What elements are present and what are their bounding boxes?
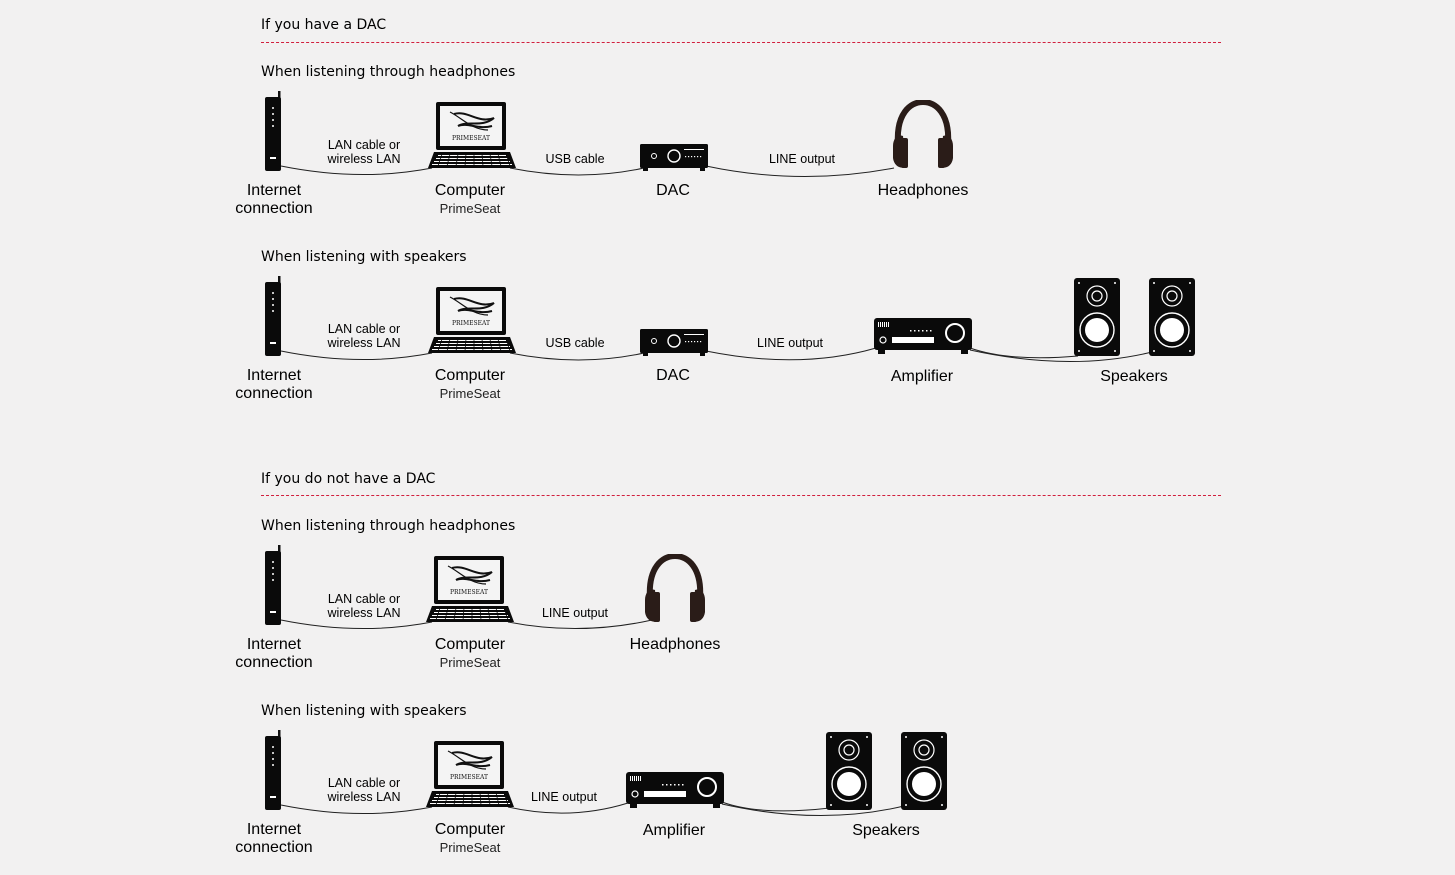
section-divider bbox=[261, 42, 1221, 43]
row-title: When listening with speakers bbox=[261, 249, 467, 265]
computer-sublabel: PrimeSeat bbox=[439, 201, 501, 216]
line-output-label: LINE output bbox=[768, 152, 835, 166]
amplifier-icon bbox=[626, 772, 724, 808]
speakers-label: Speakers bbox=[852, 822, 920, 839]
headphones-label: Headphones bbox=[877, 182, 969, 199]
speakers-label: Speakers bbox=[1100, 368, 1168, 385]
line-output-label: LINE output bbox=[541, 606, 608, 620]
computer-sublabel: PrimeSeat bbox=[439, 840, 501, 855]
speaker-right-icon bbox=[1149, 278, 1195, 358]
dac-label: DAC bbox=[656, 367, 690, 384]
router-icon bbox=[264, 545, 284, 627]
dac-icon bbox=[640, 144, 708, 172]
headphones-label: Headphones bbox=[629, 636, 721, 653]
router-icon bbox=[264, 276, 284, 358]
computer-sublabel: PrimeSeat bbox=[439, 386, 501, 401]
computer-sublabel: PrimeSeat bbox=[439, 655, 501, 670]
computer-label: Computer bbox=[434, 367, 506, 384]
line-output-label: LINE output bbox=[756, 336, 823, 350]
amplifier-label: Amplifier bbox=[642, 822, 706, 839]
section-title-dac: If you have a DAC bbox=[261, 17, 387, 33]
dac-icon bbox=[640, 329, 708, 357]
row-title: When listening with speakers bbox=[261, 703, 467, 719]
amplifier-label: Amplifier bbox=[890, 368, 954, 385]
laptop-icon bbox=[426, 554, 514, 626]
computer-label: Computer bbox=[434, 821, 506, 838]
usb-label: USB cable bbox=[545, 336, 605, 350]
line-output-label: LINE output bbox=[530, 790, 597, 804]
laptop-icon bbox=[428, 285, 516, 357]
router-icon bbox=[264, 730, 284, 812]
speaker-left-icon bbox=[1074, 278, 1120, 358]
row-title: When listening through headphones bbox=[261, 64, 516, 80]
dac-label: DAC bbox=[656, 182, 690, 199]
row-title: When listening through headphones bbox=[261, 518, 516, 534]
computer-label: Computer bbox=[434, 182, 506, 199]
headphones-icon bbox=[890, 100, 956, 172]
usb-label: USB cable bbox=[545, 152, 605, 166]
section-divider bbox=[261, 495, 1221, 496]
speaker-left-icon bbox=[826, 732, 872, 812]
section-title-no-dac: If you do not have a DAC bbox=[261, 471, 436, 487]
amplifier-icon bbox=[874, 318, 972, 354]
laptop-icon bbox=[426, 739, 514, 811]
headphones-icon bbox=[642, 554, 708, 626]
laptop-icon bbox=[428, 100, 516, 172]
router-icon bbox=[264, 91, 284, 173]
speaker-right-icon bbox=[901, 732, 947, 812]
computer-label: Computer bbox=[434, 636, 506, 653]
